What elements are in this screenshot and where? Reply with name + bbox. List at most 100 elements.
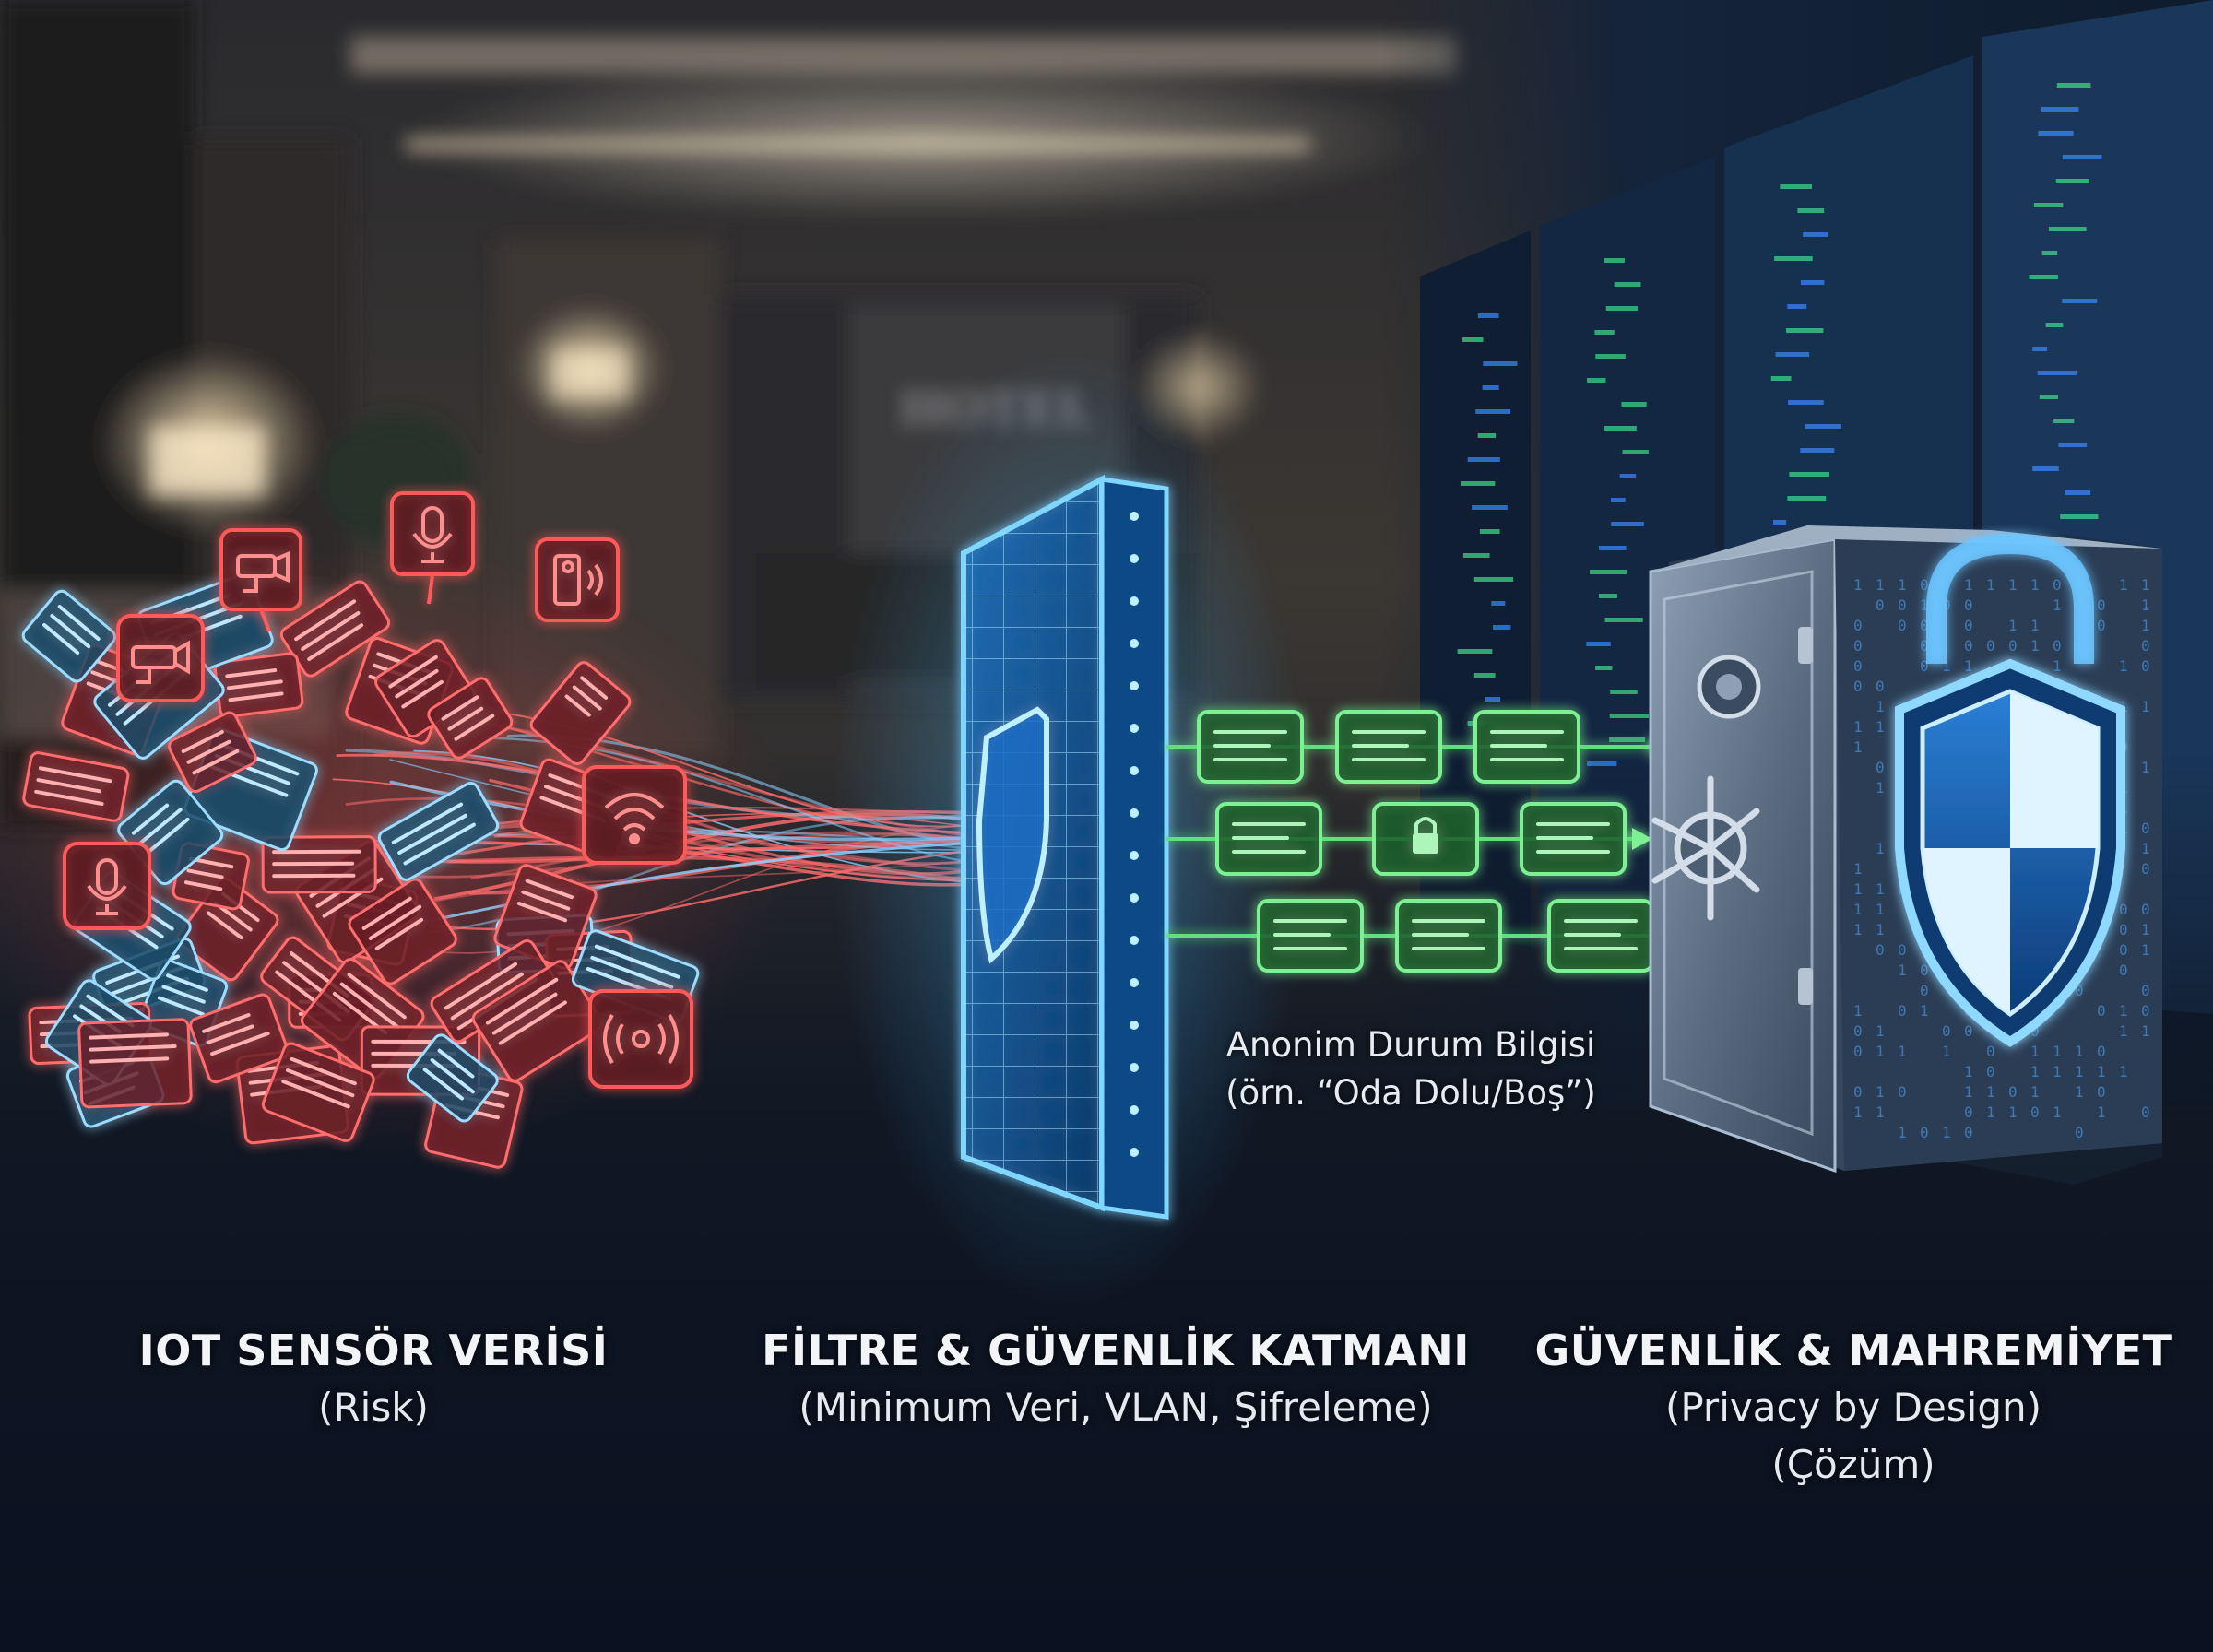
svg-text:1: 1 bbox=[2008, 576, 2018, 594]
svg-text:1: 1 bbox=[1876, 718, 1885, 736]
svg-text:1: 1 bbox=[2141, 576, 2150, 594]
microphone-icon bbox=[390, 491, 475, 605]
secure-data-flow bbox=[1166, 710, 1708, 973]
svg-text:1: 1 bbox=[1876, 1083, 1885, 1101]
svg-text:1: 1 bbox=[1986, 1103, 1995, 1121]
svg-text:1: 1 bbox=[2053, 596, 2062, 614]
document-icon bbox=[406, 1033, 499, 1123]
svg-text:0: 0 bbox=[2053, 576, 2062, 594]
svg-text:0: 0 bbox=[2141, 637, 2150, 655]
svg-text:0: 0 bbox=[1986, 637, 1995, 655]
iot-subtitle: (Risk) bbox=[318, 1385, 429, 1430]
microphone-icon bbox=[63, 842, 151, 930]
annotation-line-2: (örn. “Oda Dolu/Boş”) bbox=[1225, 1073, 1596, 1113]
wifi-icon bbox=[582, 765, 687, 865]
svg-text:1: 1 bbox=[1964, 1083, 1973, 1101]
svg-text:1: 1 bbox=[2141, 921, 2150, 938]
svg-text:1: 1 bbox=[2075, 1063, 2084, 1080]
svg-text:0: 0 bbox=[2119, 921, 2128, 938]
privacy-note: (Çözüm) bbox=[1771, 1442, 1935, 1487]
svg-text:1: 1 bbox=[1942, 657, 1951, 675]
svg-text:1: 1 bbox=[1853, 880, 1863, 898]
svg-text:1: 1 bbox=[2030, 617, 2040, 634]
svg-text:1: 1 bbox=[2141, 617, 2150, 634]
svg-text:0: 0 bbox=[1898, 596, 1907, 614]
svg-text:0: 0 bbox=[1898, 1083, 1907, 1101]
privacy-title: GÜVENLİK & MAHREMİYET bbox=[1534, 1326, 2172, 1375]
svg-text:0: 0 bbox=[2097, 596, 2106, 614]
document-icon bbox=[261, 835, 377, 894]
document-icon bbox=[21, 589, 117, 683]
svg-text:1: 1 bbox=[1964, 1063, 1973, 1080]
annotation-line-1: Anonim Durum Bilgisi bbox=[1225, 1025, 1596, 1065]
svg-text:0: 0 bbox=[1853, 617, 1863, 634]
document-icon bbox=[261, 1042, 375, 1142]
document-icon bbox=[529, 661, 632, 765]
svg-text:1: 1 bbox=[2075, 1043, 2084, 1060]
svg-text:0: 0 bbox=[1853, 1043, 1863, 1060]
svg-text:1: 1 bbox=[1853, 576, 1863, 594]
svg-text:1: 1 bbox=[2141, 759, 2150, 776]
svg-text:0: 0 bbox=[2075, 982, 2084, 999]
svg-text:0: 0 bbox=[1920, 657, 1929, 675]
svg-text:0: 0 bbox=[1876, 759, 1885, 776]
svg-text:1: 1 bbox=[2119, 657, 2128, 675]
svg-text:1: 1 bbox=[2053, 657, 2062, 675]
svg-text:0: 0 bbox=[1964, 1103, 1973, 1121]
svg-text:0: 0 bbox=[1853, 678, 1863, 695]
svg-text:1: 1 bbox=[1898, 1124, 1907, 1141]
filter-section-label: FİLTRE & GÜVENLİK KATMANI (Minimum Veri,… bbox=[719, 1322, 1512, 1436]
svg-text:1: 1 bbox=[1986, 1083, 1995, 1101]
privacy-subtitle: (Privacy by Design) bbox=[1664, 1385, 2042, 1430]
svg-text:0: 0 bbox=[2141, 901, 2150, 918]
svg-text:1: 1 bbox=[1853, 1103, 1863, 1121]
svg-text:0: 0 bbox=[1964, 637, 1973, 655]
document-icon bbox=[213, 652, 304, 718]
iot-sensor-icons bbox=[63, 491, 693, 1089]
svg-text:1: 1 bbox=[1853, 738, 1863, 756]
anonymized-status-note: Anonim Durum Bilgisi (örn. “Oda Dolu/Boş… bbox=[1180, 1021, 1641, 1117]
svg-text:1: 1 bbox=[1876, 880, 1885, 898]
svg-text:0: 0 bbox=[2119, 941, 2128, 959]
svg-text:0: 0 bbox=[2030, 1103, 2040, 1121]
svg-text:1: 1 bbox=[2030, 1083, 2040, 1101]
svg-text:1: 1 bbox=[2075, 1083, 2084, 1101]
svg-text:1: 1 bbox=[2141, 596, 2150, 614]
svg-text:1: 1 bbox=[1876, 921, 1885, 938]
data-packet bbox=[1335, 710, 1442, 784]
svg-text:0: 0 bbox=[1853, 1083, 1863, 1101]
svg-text:1: 1 bbox=[1964, 657, 1973, 675]
data-packet bbox=[1547, 899, 1654, 973]
camera-icon bbox=[116, 614, 205, 702]
svg-text:1: 1 bbox=[1876, 1043, 1885, 1060]
vault: 1000011111110001100110111110111110011001… bbox=[1649, 525, 2162, 1185]
svg-text:1: 1 bbox=[1942, 1043, 1951, 1060]
svg-text:1: 1 bbox=[1876, 779, 1885, 796]
svg-text:1: 1 bbox=[2030, 1043, 2040, 1060]
svg-text:1: 1 bbox=[2141, 698, 2150, 715]
document-icon bbox=[377, 782, 500, 881]
svg-text:0: 0 bbox=[2097, 1083, 2106, 1101]
svg-text:0: 0 bbox=[1920, 617, 1929, 634]
svg-text:1: 1 bbox=[2119, 1063, 2128, 1080]
svg-text:0: 0 bbox=[1853, 637, 1863, 655]
svg-text:1: 1 bbox=[1898, 576, 1907, 594]
svg-text:1: 1 bbox=[2030, 637, 2040, 655]
data-packet bbox=[1520, 802, 1627, 876]
svg-text:1: 1 bbox=[2141, 1022, 2150, 1040]
svg-text:1: 1 bbox=[1986, 576, 1995, 594]
svg-text:1: 1 bbox=[2141, 941, 2150, 959]
svg-text:0: 0 bbox=[2097, 617, 2106, 634]
svg-text:1: 1 bbox=[1876, 901, 1885, 918]
svg-text:1: 1 bbox=[1876, 840, 1885, 857]
document-icon bbox=[22, 751, 130, 822]
svg-text:0: 0 bbox=[1964, 1124, 1973, 1141]
svg-text:1: 1 bbox=[1853, 1002, 1863, 1020]
svg-text:0: 0 bbox=[2097, 1002, 2106, 1020]
svg-text:0: 0 bbox=[2008, 1083, 2018, 1101]
svg-text:0: 0 bbox=[2097, 1043, 2106, 1060]
svg-text:1: 1 bbox=[2008, 1103, 2018, 1121]
iot-title: IOT SENSÖR VERİSİ bbox=[138, 1326, 609, 1375]
svg-text:0: 0 bbox=[1986, 1063, 1995, 1080]
svg-text:0: 0 bbox=[2053, 637, 2062, 655]
